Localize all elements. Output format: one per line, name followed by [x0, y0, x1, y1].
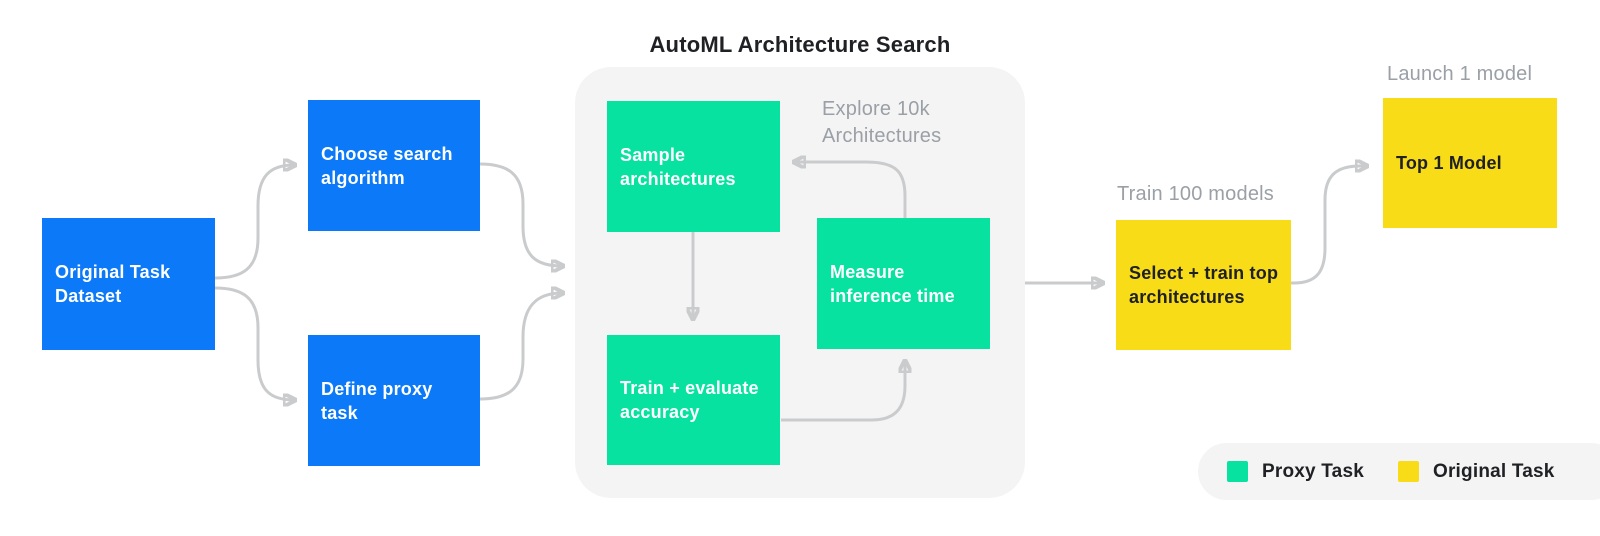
arrow-original-to-choose	[214, 165, 294, 280]
node-measure-inference-time: Measure inference time	[817, 218, 990, 349]
node-top-1-model: Top 1 Model	[1383, 98, 1557, 228]
arrow-define-to-search	[479, 293, 562, 401]
legend: Proxy Task Original Task	[1198, 443, 1600, 500]
diagram-title: AutoML Architecture Search	[649, 32, 951, 57]
node-define-proxy-task: Define proxy task	[308, 335, 480, 466]
node-choose-search-algorithm: Choose search algorithm	[308, 100, 480, 231]
legend-label-original-task: Original Task	[1432, 460, 1555, 482]
node-sample-architectures: Sample architectures	[607, 101, 780, 232]
arrow-choose-to-search	[479, 162, 562, 266]
annotation-launch-1-model: Launch 1 model	[1387, 63, 1533, 85]
node-original-task-dataset: Original Task Dataset	[42, 218, 215, 350]
node-train-evaluate-accuracy: Train + evaluate accuracy	[607, 335, 780, 465]
arrow-original-to-define	[214, 286, 294, 400]
proxy-task-swatch-icon	[1227, 461, 1248, 482]
original-task-swatch-icon	[1397, 461, 1419, 482]
legend-item-proxy-task: Proxy Task	[1227, 461, 1364, 483]
annotation-train-100-models: Train 100 models	[1117, 183, 1274, 205]
legend-item-original-task: Original Task	[1397, 460, 1555, 483]
annotation-explore-10k-architectures: Explore 10k Architectures	[822, 98, 942, 147]
arrow-train-to-measure	[781, 362, 905, 422]
arrow-select-to-top1	[1291, 166, 1366, 285]
legend-label-proxy-task: Proxy Task	[1262, 460, 1364, 482]
arrow-measure-to-sample	[795, 162, 907, 218]
node-select-train-top-architectures: Select + train top architectures	[1116, 220, 1291, 350]
